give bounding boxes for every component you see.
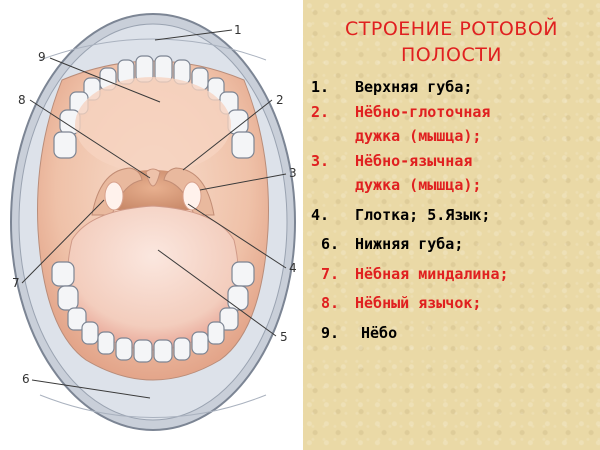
callout-5: 5 [280,330,288,344]
legend-item-3-cont: дужка (мышца); [311,173,481,197]
legend-item-text: Глотка; 5.Язык; [355,206,491,224]
legend-item-7: 7. Нёбная миндалина; [321,262,509,286]
uvula [145,168,161,187]
legend-item-number: 3. [311,152,330,170]
legend-item-text: Нёбо [361,324,398,342]
callout-8: 8 [18,93,26,107]
lower-teeth [51,261,255,363]
upper-teeth [53,55,255,159]
legend-item-text: Нёбная миндалина; [355,265,509,283]
callout-4: 4 [289,261,297,275]
legend-item-number: 1. [311,78,330,96]
callout-2: 2 [276,93,284,107]
legend-item-text: Нёбно-глоточная [355,103,491,121]
legend-item-9: 9. Нёбо [321,321,397,345]
legend-item-3: 3. Нёбно-язычная [311,149,472,173]
legend-item-text: дужка (мышца); [355,127,482,145]
legend-item-text: дужка (мышца); [355,176,482,194]
callout-6: 6 [22,372,30,386]
legend-item-1: 1. Верхняя губа; [311,75,472,99]
legend-item-number: 7. [321,265,340,283]
legend-item-number: 9. [321,324,340,342]
legend-title-line2: ПОЛОСТИ [400,44,503,66]
legend-item-text: Нёбный язычок; [355,294,482,312]
palate [75,77,231,173]
legend-title-line1: СТРОЕНИЕ РОТОВОЙ [344,18,558,40]
callout-3: 3 [289,166,297,180]
callout-9: 9 [38,50,46,64]
callout-7: 7 [12,276,20,290]
legend-item-8: 8. Нёбный язычок; [321,291,481,315]
legend-item-number: 8. [321,294,340,312]
mouth-illustration [10,13,296,431]
legend-item-number: 6. [321,235,340,253]
leader-lines [21,29,287,399]
legend-item-6: 6. Нижняя губа; [321,232,463,256]
legend-item-4-5: 4. Глотка; 5.Язык; [311,203,490,227]
legend-item-2-cont: дужка (мышца); [311,124,481,148]
legend-item-number: 2. [311,103,330,121]
legend-item-2: 2. Нёбно-глоточная [311,100,490,124]
legend-panel: СТРОЕНИЕ РОТОВОЙ ПОЛОСТИ 1. Верхняя губа;… [303,0,600,450]
legend-item-text: Нёбно-язычная [355,152,473,170]
legend-item-text: Нижняя губа; [355,235,464,253]
mouth-diagram: 1 2 3 4 5 6 7 8 9 [0,0,303,450]
callout-1: 1 [234,23,242,37]
legend-item-number: 4. [311,206,330,224]
legend-item-text: Верхняя губа; [355,78,473,96]
legend-title: СТРОЕНИЕ РОТОВОЙ ПОЛОСТИ [303,16,600,68]
palatine-tonsil [104,181,124,211]
